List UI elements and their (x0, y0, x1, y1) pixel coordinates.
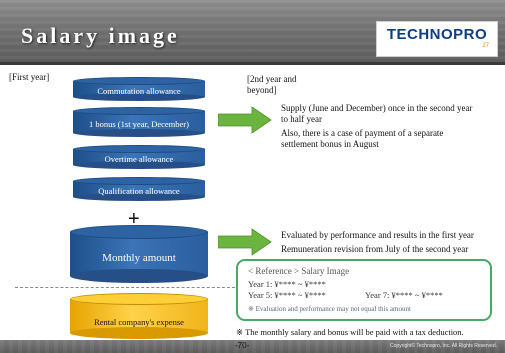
reference-note: ※ Evaluation and performance may not equ… (248, 305, 411, 313)
bonus-cylinder: 1 bonus (1st year, December) (73, 107, 205, 137)
monthly-amount-label: Monthly amount (102, 252, 176, 264)
overtime-allowance-label: Overtime allowance (104, 154, 174, 164)
qualification-allowance-cylinder: Qualification allowance (73, 177, 205, 201)
reference-year7: Year 7: ¥**** ~ ¥**** (365, 290, 443, 300)
rental-expense-label: Rental company's expense (94, 317, 184, 327)
bonus-text-line1: Supply (June and December) once in the s… (281, 103, 473, 113)
monthly-arrow-icon (218, 228, 272, 256)
page-number: -70- (235, 341, 250, 350)
commutation-allowance-label: Commutation allowance (97, 86, 181, 96)
qualification-allowance-label: Qualification allowance (98, 186, 180, 196)
tax-deduction-note: ※ The monthly salary and bonus will be p… (236, 327, 464, 337)
slide-title: Salary image (21, 23, 180, 48)
commutation-allowance-cylinder: Commutation allowance (73, 77, 205, 101)
logo-text: TECHNOPRO (386, 26, 488, 43)
bonus-text-line2: to half year (281, 114, 322, 124)
logo-tagline: 27 (482, 43, 489, 49)
bonus-text-line4: settlement bonus in August (281, 139, 379, 149)
reference-salary-box: < Reference > Salary Image Year 1: ¥****… (236, 259, 492, 321)
reference-title: < Reference > Salary Image (248, 266, 350, 276)
company-logo: TECHNOPRO 27 (376, 21, 498, 57)
second-year-label-line1: [2nd year and (247, 74, 297, 84)
slide-header: Salary image TECHNOPRO 27 (0, 0, 505, 65)
bonus-arrow-icon (218, 106, 272, 134)
footer-texture (0, 340, 505, 353)
bonus-label: 1 bonus (1st year, December) (89, 119, 189, 129)
rental-expense-cylinder: Rental company's expense (70, 293, 208, 339)
monthly-text-line1: Evaluated by performance and results in … (281, 230, 474, 240)
monthly-text-line2: Remuneration revision from July of the s… (281, 244, 469, 254)
slide-footer: -70- Copyright© Technopro, Inc. All Righ… (0, 340, 505, 353)
divider-line (15, 287, 235, 288)
plus-sign: + (128, 208, 140, 230)
reference-year1: Year 1: ¥**** ~ ¥**** (248, 279, 326, 289)
reference-year5: Year 5: ¥**** ~ ¥**** (248, 290, 326, 300)
bonus-text-line3: Also, there is a case of payment of a se… (281, 128, 444, 138)
second-year-label-line2: beyond] (247, 85, 277, 95)
first-year-label: [First year] (9, 72, 50, 82)
copyright-text: Copyright© Technopro, Inc. All Rights Re… (390, 343, 497, 349)
monthly-amount-cylinder: Monthly amount (70, 225, 208, 283)
overtime-allowance-cylinder: Overtime allowance (73, 145, 205, 169)
